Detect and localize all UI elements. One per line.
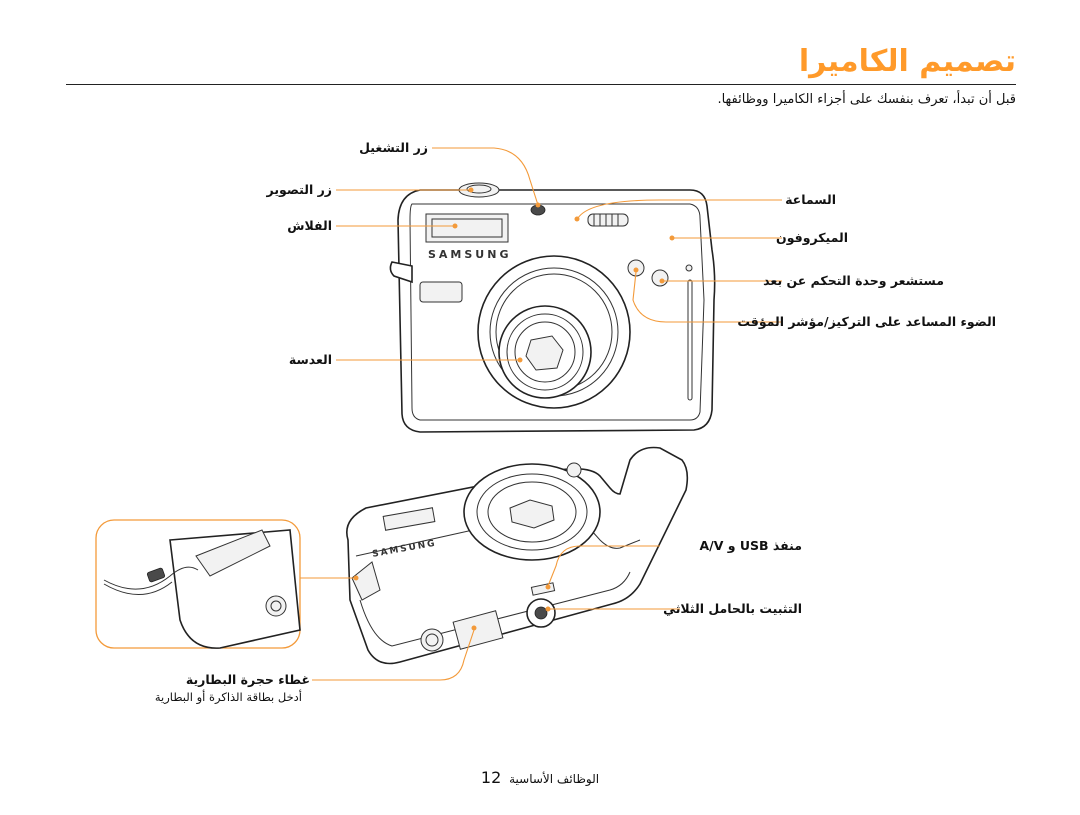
label-usb-av-port: منفذ USB و A/V (699, 538, 802, 553)
page-title: تصميم الكاميرا (798, 44, 1016, 79)
label-battery-cover: غطاء حجرة البطارية (185, 672, 310, 687)
page-number: 12 (480, 768, 502, 787)
strap-detail-inset (95, 519, 301, 649)
brand-logo-front: SAMSUNG (428, 248, 511, 261)
label-remote-sensor: مستشعر وحدة التحكم عن بعد (763, 273, 944, 288)
footer-section: الوظائف الأساسية (509, 772, 600, 786)
label-flash: الفلاش (287, 218, 332, 233)
strap-eyelet-icon (351, 561, 381, 601)
label-power-button: زر التشغيل (359, 140, 428, 155)
page-footer: الوظائف الأساسية 12 (0, 768, 1080, 787)
front-callouts (336, 147, 782, 363)
battery-cover-icon (452, 610, 504, 650)
label-af-lamp: الضوء المساعد على التركيز/مؤشر المؤقت (737, 314, 996, 329)
label-speaker: السماعة (785, 192, 836, 207)
bottom-callouts (300, 545, 680, 681)
camera-bottom-illustration: SAMSUNG (346, 446, 689, 665)
battery-note: أدخل بطاقة الذاكرة أو البطارية (154, 690, 302, 704)
lens-aperture-icon (525, 335, 564, 371)
flash-window-icon (425, 213, 509, 243)
remote-sensor-icon (651, 269, 669, 287)
title-divider (66, 84, 1016, 85)
label-shutter-button: زر التصوير (266, 182, 332, 197)
label-microphone: الميكروفون (776, 230, 848, 245)
camera-front-illustration: SAMSUNG (389, 182, 716, 433)
intro-text: قبل أن تبدأ، تعرف بنفسك على أجزاء الكامي… (717, 92, 1016, 107)
microphone-icon (685, 264, 693, 272)
label-lens: العدسة (288, 352, 332, 367)
label-tripod-mount: التثبيت بالحامل الثلاثي (663, 601, 802, 616)
